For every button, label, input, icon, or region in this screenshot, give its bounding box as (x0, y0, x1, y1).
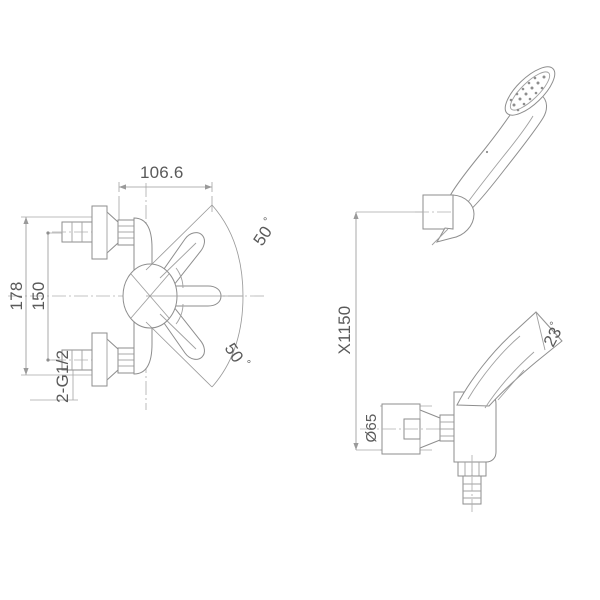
dimension-width (118, 182, 213, 228)
label-height-outer: 178 (7, 282, 26, 311)
swivel-upper-leg-a (145, 204, 213, 271)
lower-hex-nut (117, 347, 135, 374)
spout-inner-contour-2 (484, 351, 535, 409)
swivel-upper-arc (211, 204, 244, 297)
upper-hex-nut (117, 219, 135, 246)
handle-arm-lower-inner (159, 313, 197, 350)
swivel-lower-leg-a (145, 321, 213, 388)
swivel-lower-inner-arc (175, 303, 184, 325)
shower-holder-bracket (415, 194, 475, 246)
side-view (353, 66, 563, 512)
lower-escutcheon-cone (91, 332, 119, 387)
upper-inlet-escutcheon (52, 205, 140, 260)
label-angle-upper-group: 50 ° (250, 215, 277, 250)
label-angle-lower-degree: ° (240, 358, 252, 368)
label-spout-angle-degree: ° (548, 320, 561, 330)
swivel-arc-upper (145, 204, 244, 297)
holder-cradle-line (431, 228, 449, 246)
width-arrow-left (119, 184, 126, 190)
mixer-body (360, 311, 563, 463)
label-escutcheon-diameter: Ø65 (363, 414, 380, 443)
shower-spray-face (504, 66, 556, 116)
shower-handle-dimple (485, 150, 489, 154)
shower-spray-face-inner (509, 71, 551, 111)
height-outer-arrow-bottom (23, 368, 29, 375)
label-angle-upper-degree: ° (262, 215, 274, 225)
label-height-inner: 150 (29, 282, 48, 311)
spout-angle-leg (535, 311, 563, 342)
lower-inlet-escutcheon (52, 332, 140, 387)
hose-arrow-top (353, 212, 359, 219)
dimension-height-outer (21, 216, 100, 376)
label-angle-upper: 50 (250, 223, 277, 250)
swivel-upper-inner-arc (175, 267, 184, 289)
front-view (8, 182, 265, 410)
shower-nozzle-pattern (509, 75, 546, 112)
star-handle (122, 232, 222, 360)
upper-escutcheon-cone (91, 205, 119, 260)
label-hose-length: X1150 (335, 306, 354, 355)
shower-handle-inner-line (465, 115, 534, 206)
width-arrow-right (205, 184, 212, 190)
label-width: 106.6 (140, 163, 184, 182)
handle-arm-upper-inner (159, 242, 197, 279)
swivel-arc-lower (145, 295, 244, 388)
spout-end-facet (535, 311, 546, 351)
hose-arrow-bottom (353, 443, 359, 450)
hand-shower-head (448, 66, 556, 215)
label-thread: 2-G1/2 (53, 350, 72, 403)
side-connector-collar (439, 414, 455, 442)
dimension-height-inner (46, 231, 96, 362)
hose-connector (457, 455, 487, 512)
height-inner-dot-bottom (46, 358, 50, 362)
height-outer-arrow-top (23, 217, 29, 224)
spout-inner-contour-1 (467, 335, 521, 400)
shower-handle-shaft (448, 92, 547, 215)
swivel-lower-arc (211, 295, 244, 388)
height-inner-dot-top (46, 231, 50, 235)
angle-arc-spout (535, 311, 563, 342)
spout-shadow-line (497, 369, 525, 401)
